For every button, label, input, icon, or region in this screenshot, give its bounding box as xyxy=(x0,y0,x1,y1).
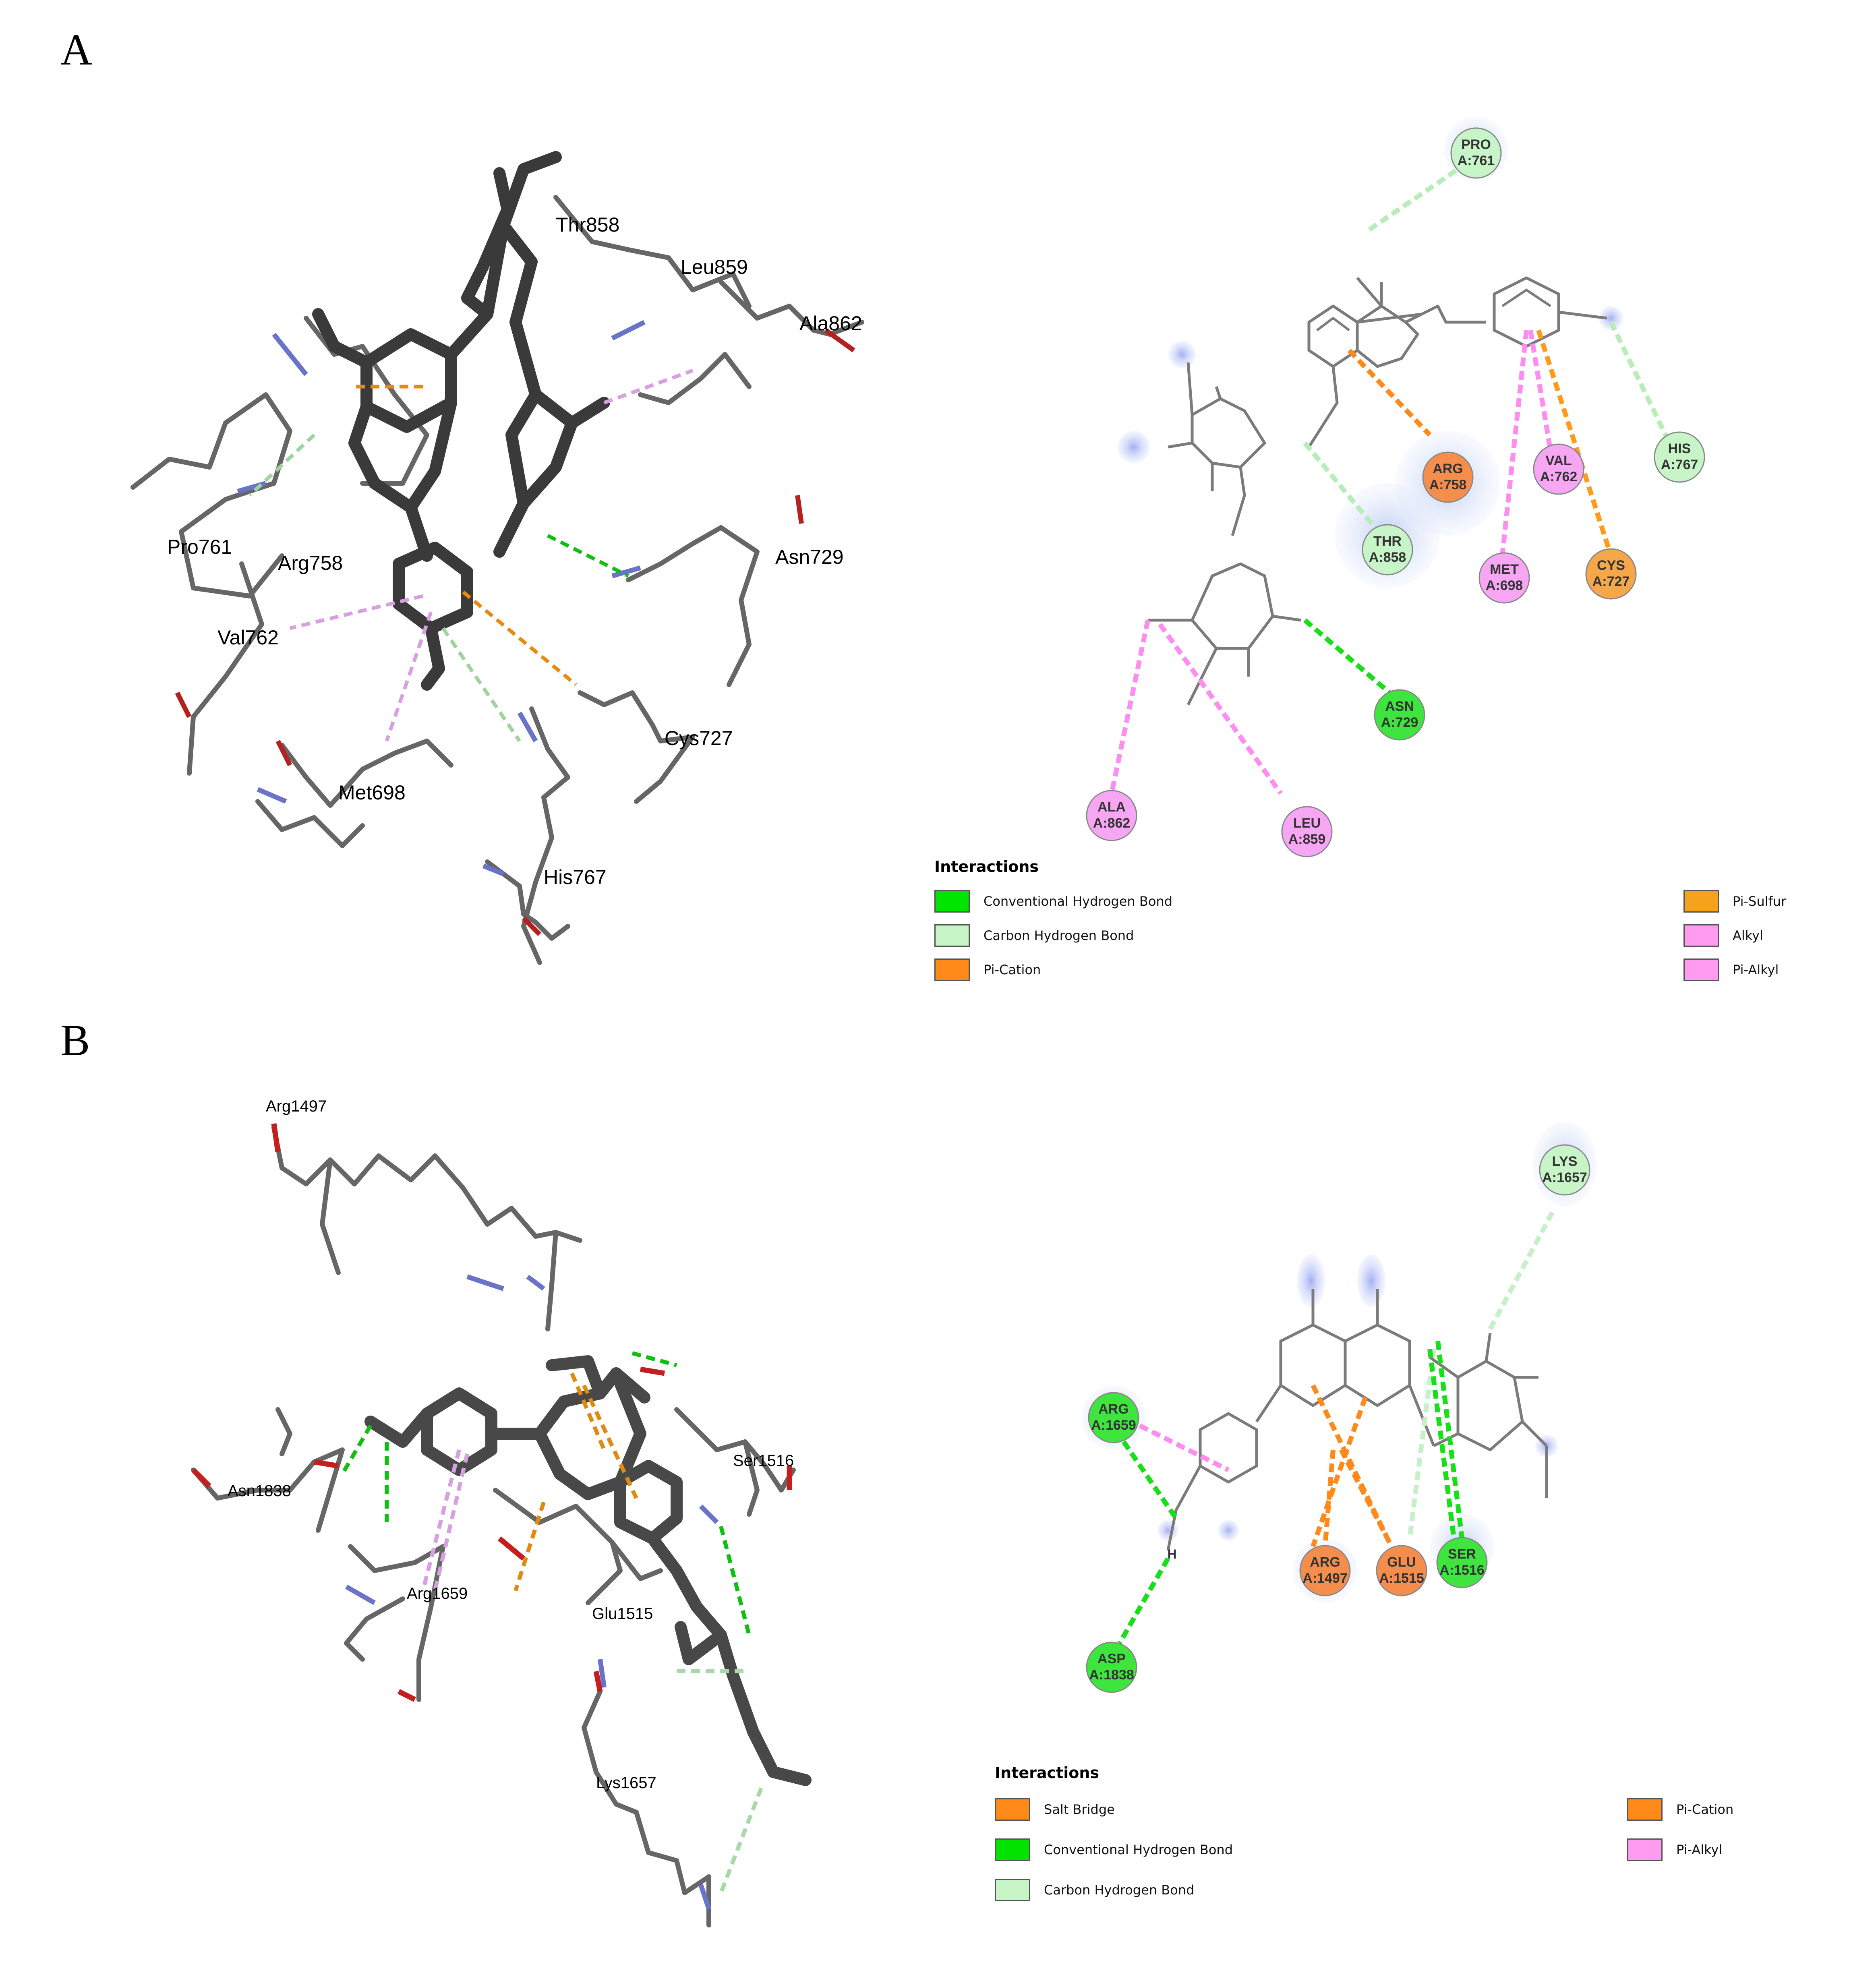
res3d-label: His767 xyxy=(544,866,607,888)
res2d-name: ASP xyxy=(1097,1651,1126,1666)
res2d-id: A:767 xyxy=(1661,457,1698,472)
legend-swatch xyxy=(934,890,970,913)
res2d-name: MET xyxy=(1490,562,1519,577)
res3d-label: Arg1659 xyxy=(407,1585,468,1602)
legend-label: Pi-Cation xyxy=(1676,1802,1734,1817)
legend-label: Pi-Alkyl xyxy=(1676,1842,1723,1857)
legend-swatch xyxy=(1683,924,1719,947)
panel-a-3d-view: Thr858 Leu859 Ala862 Pro761 Arg758 Asn72… xyxy=(130,151,864,965)
legend-swatch xyxy=(995,1879,1030,1901)
res2d-name: ALA xyxy=(1097,799,1126,815)
legend-item: Conventional Hydrogen Bond xyxy=(995,1838,1233,1861)
legend-swatch xyxy=(995,1798,1030,1821)
panel-b-2d-diagram: H LYS A:1657 ARG A:1659 ASP A:1838 ARG A… xyxy=(1081,1122,1597,1693)
legend-panel-a: Interactions Conventional Hydrogen Bond … xyxy=(934,858,1820,991)
res3d-label: Arg1497 xyxy=(266,1097,327,1115)
legend-label: Pi-Sulfur xyxy=(1733,894,1787,909)
res2d-name: ARG xyxy=(1310,1555,1340,1570)
legend-swatch xyxy=(1627,1798,1663,1821)
legend-item: Pi-Alkyl xyxy=(1683,958,1779,981)
res2d-name: PRO xyxy=(1461,137,1491,152)
panel-a-2d-diagram: PRO A:761 ARG A:758 VAL A:762 HIS A:767 … xyxy=(1086,117,1705,857)
res3d-label: Arg758 xyxy=(278,552,343,574)
res3d-label: Ala862 xyxy=(799,312,862,335)
res2d-id: A:729 xyxy=(1381,715,1418,730)
res2d-name: ARG xyxy=(1433,461,1463,476)
res3d-label: Cys727 xyxy=(665,727,733,749)
res2d-id: A:698 xyxy=(1486,578,1523,593)
legend-item: Carbon Hydrogen Bond xyxy=(995,1879,1194,1901)
panel-b-3d-view: Arg1497 Asn1838 Arg1659 Ser1516 Glu1515 … xyxy=(191,1097,812,1927)
res2d-id: A:762 xyxy=(1540,469,1578,484)
res2d-name: VAL xyxy=(1545,453,1572,468)
legend-label: Conventional Hydrogen Bond xyxy=(984,894,1172,909)
res2d-name: LEU xyxy=(1293,816,1321,831)
legend-label: Alkyl xyxy=(1733,928,1763,943)
res2d-name: GLU xyxy=(1387,1555,1416,1570)
res2d-name: LYS xyxy=(1552,1154,1577,1169)
legend-item: Salt Bridge xyxy=(995,1798,1115,1821)
res3d-label: Ser1516 xyxy=(733,1452,794,1470)
panel-b-label: B xyxy=(60,1016,90,1065)
legend-item: Pi-Alkyl xyxy=(1627,1838,1722,1861)
res3d-label: Val762 xyxy=(217,626,279,649)
res3d-label: Asn729 xyxy=(775,546,844,568)
res2d-id: A:858 xyxy=(1369,550,1406,565)
res2d-name: CYS xyxy=(1597,558,1625,573)
legend-item: Alkyl xyxy=(1683,924,1763,947)
legend-label: Pi-Cation xyxy=(984,962,1041,977)
res2d-id: A:1659 xyxy=(1091,1418,1136,1433)
res3d-label: Glu1515 xyxy=(592,1605,653,1623)
panel-a-label: A xyxy=(60,25,93,74)
legend-item: Pi-Cation xyxy=(934,958,1041,981)
legend-label: Conventional Hydrogen Bond xyxy=(1044,1842,1233,1857)
legend-item: Pi-Sulfur xyxy=(1683,890,1786,913)
legend-swatch xyxy=(934,958,970,981)
res2d-name: ASN xyxy=(1385,699,1414,714)
legend-title: Interactions xyxy=(934,858,1039,876)
res2d-id: A:1657 xyxy=(1542,1170,1587,1185)
res2d-name: HIS xyxy=(1668,441,1691,456)
res2d-id: A:1515 xyxy=(1379,1571,1424,1586)
res3d-label: Leu859 xyxy=(681,256,748,278)
legend-item: Pi-Cation xyxy=(1627,1798,1733,1821)
res3d-label: Met698 xyxy=(338,781,406,804)
res2d-id: A:1516 xyxy=(1439,1563,1485,1578)
res3d-label: Thr858 xyxy=(556,213,619,236)
legend-label: Pi-Alkyl xyxy=(1733,962,1779,977)
res2d-id: A:859 xyxy=(1288,832,1326,847)
res2d-id: A:758 xyxy=(1429,477,1467,493)
res2d-name: ARG xyxy=(1098,1401,1129,1417)
res2d-id: A:1497 xyxy=(1302,1571,1348,1586)
res3d-label: Pro761 xyxy=(167,536,232,558)
legend-swatch xyxy=(1683,958,1719,981)
legend-swatch xyxy=(934,924,970,947)
res2d-name: THR xyxy=(1373,534,1402,549)
legend-panel-b: Interactions Salt Bridge Conventional Hy… xyxy=(995,1764,1800,1901)
legend-swatch xyxy=(995,1838,1030,1861)
legend-title: Interactions xyxy=(995,1764,1100,1782)
res2d-name: SER xyxy=(1448,1546,1476,1562)
res2d-id: A:1838 xyxy=(1089,1667,1134,1683)
res3d-label: Asn1838 xyxy=(228,1482,291,1500)
res3d-label: Lys1657 xyxy=(596,1774,656,1792)
res2d-id: A:862 xyxy=(1093,816,1131,831)
legend-label: Salt Bridge xyxy=(1044,1802,1115,1817)
legend-label: Carbon Hydrogen Bond xyxy=(1044,1882,1195,1898)
res2d-id: A:761 xyxy=(1458,153,1495,168)
legend-swatch xyxy=(1683,890,1719,913)
legend-swatch xyxy=(1627,1838,1663,1861)
legend-item: Conventional Hydrogen Bond xyxy=(934,890,1172,913)
legend-item: Carbon Hydrogen Bond xyxy=(934,924,1134,947)
hydrogen-atom-label: H xyxy=(1167,1547,1176,1561)
res2d-id: A:727 xyxy=(1592,574,1630,589)
legend-label: Carbon Hydrogen Bond xyxy=(984,928,1134,943)
